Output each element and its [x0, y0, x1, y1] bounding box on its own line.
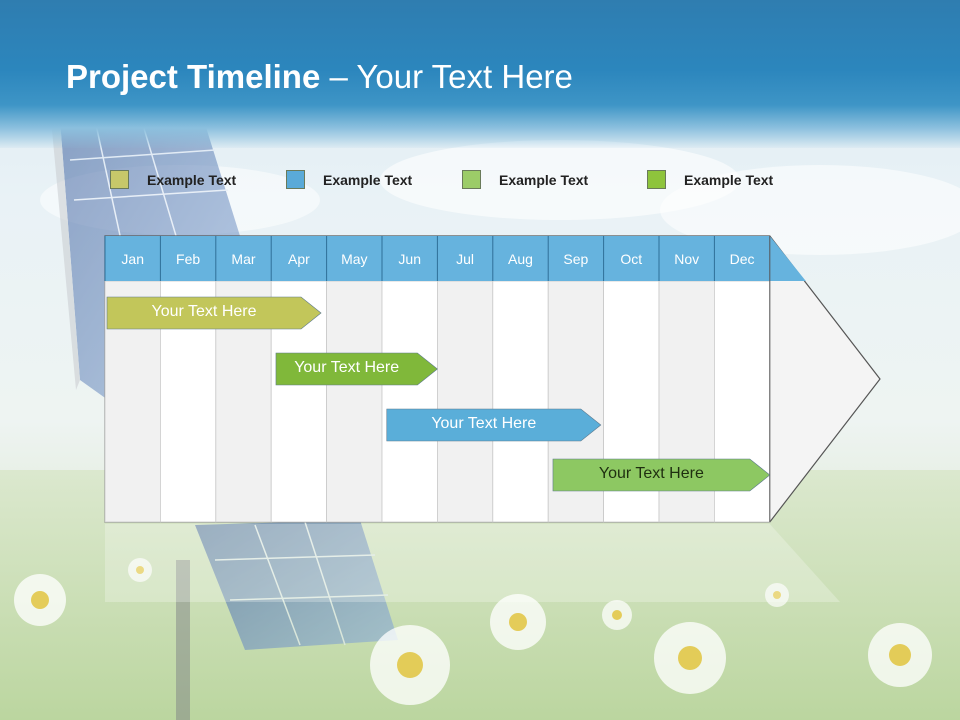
month-column	[492, 280, 549, 523]
task-label: Your Text Here	[598, 465, 704, 482]
task-label: Your Text Here	[294, 359, 400, 376]
task-bar	[386, 408, 602, 442]
month-label: Nov	[674, 251, 700, 267]
title-bold: Project Timeline	[66, 58, 321, 95]
month-label: Sep	[563, 251, 589, 267]
month-header-band	[105, 236, 806, 281]
month-label: Jan	[121, 251, 144, 267]
month-label: Mar	[231, 251, 256, 267]
month-column	[326, 280, 383, 523]
month-label: Apr	[287, 251, 310, 267]
month-label: May	[341, 251, 368, 267]
task-label: Your Text Here	[151, 303, 257, 320]
arrow-reflection	[105, 524, 840, 602]
legend-swatch	[110, 170, 129, 189]
legend-swatch	[647, 170, 666, 189]
task-bar	[552, 458, 771, 492]
task-label: Your Text Here	[431, 415, 537, 432]
month-label: Jun	[398, 251, 421, 267]
month-label: Oct	[620, 251, 643, 267]
month-label: Feb	[176, 251, 201, 267]
legend-label: Example Text	[684, 172, 774, 188]
month-label: Dec	[729, 251, 755, 267]
month-label: Aug	[508, 251, 533, 267]
legend-label: Example Text	[323, 172, 413, 188]
legend-swatch	[462, 170, 481, 189]
legend-label: Example Text	[499, 172, 589, 188]
task-bar	[106, 296, 322, 330]
month-column	[381, 280, 438, 523]
legend-swatch	[286, 170, 305, 189]
header-band	[0, 0, 960, 148]
task-bar	[275, 352, 438, 386]
daisy-flowers-illustration	[14, 558, 932, 705]
legend-label: Example Text	[147, 172, 237, 188]
page-title: Project Timeline – Your Text Here	[66, 58, 573, 96]
month-label: Jul	[456, 251, 475, 267]
month-column	[436, 280, 494, 523]
title-rest: – Your Text Here	[320, 58, 573, 95]
